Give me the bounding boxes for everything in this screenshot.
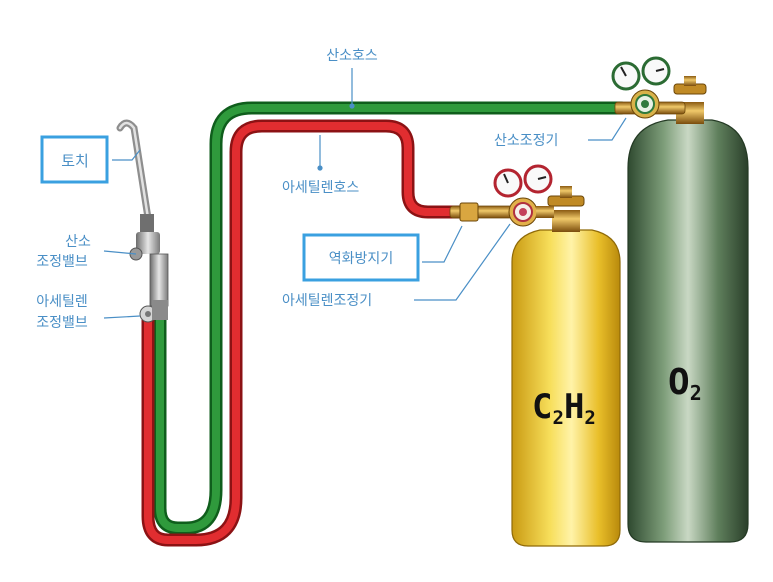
acetylene-hose	[141, 119, 467, 547]
oxygen-gauge-left	[611, 61, 641, 91]
oxygen-valve-label-line1: 산소	[65, 234, 91, 250]
acetylene-formula-h: H	[564, 387, 584, 427]
acetylene-gauge-right	[523, 164, 553, 194]
acetylene-formula-c: C	[532, 387, 552, 427]
flashback-arrestor-highlight-box	[302, 233, 420, 282]
oxygen-gauge-right	[641, 56, 671, 86]
acetylene-formula-h-sub: 2	[584, 407, 595, 429]
acetylene-regulator-label: 아세틸렌조정기	[282, 293, 372, 309]
svg-text:O2: O2	[668, 362, 702, 405]
acetylene-hose-label: 아세틸렌호스	[282, 180, 359, 196]
acetylene-gauge-left	[493, 168, 523, 198]
acetylene-regulator	[449, 164, 554, 227]
flashback-arrestor	[459, 202, 479, 222]
acetylene-formula-c-sub: 2	[552, 407, 563, 429]
torch	[116, 119, 169, 323]
flashback-arrestor-label: 역화방지기	[329, 251, 393, 267]
oxygen-hose	[153, 101, 628, 535]
acetylene-valve-label-line1: 아세틸렌	[36, 294, 88, 310]
oxygen-valve-label-line2: 조정밸브	[36, 254, 88, 270]
oxygen-formula-o-sub: 2	[690, 381, 702, 405]
oxygen-regulator	[611, 56, 686, 119]
oxygen-hose-label: 산소호스	[326, 48, 378, 64]
torch-highlight-box	[40, 135, 109, 184]
oxygen-regulator-label: 산소조정기	[494, 133, 558, 149]
oxygen-formula-o: O	[668, 362, 690, 403]
oxygen-cylinder: O2	[627, 76, 749, 543]
torch-label: 토치	[61, 152, 89, 170]
acetylene-cylinder: C2H2	[511, 186, 621, 547]
leader-lines	[103, 68, 627, 319]
acetylene-valve-label-line2: 조정밸브	[36, 315, 88, 331]
svg-text:C2H2: C2H2	[532, 387, 596, 429]
